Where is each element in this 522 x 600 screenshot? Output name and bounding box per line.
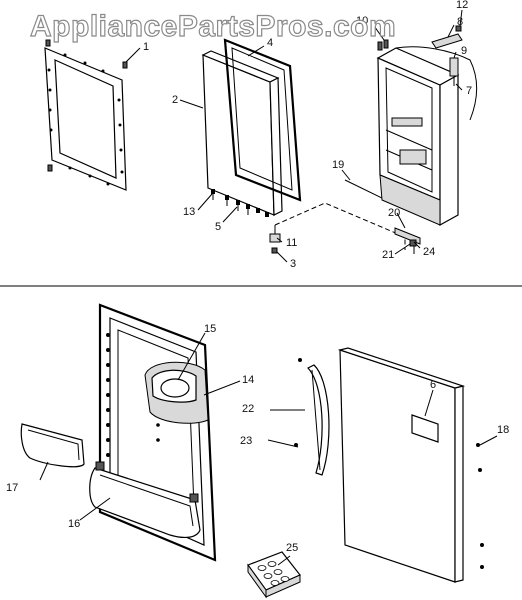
part-lower-bracket xyxy=(344,179,421,254)
callout-22: 22 xyxy=(242,403,254,415)
callout-19: 19 xyxy=(332,159,344,171)
assembly-path-line xyxy=(274,202,406,250)
part-bottom-hinge xyxy=(269,225,281,254)
part-door-handle xyxy=(307,364,330,476)
callout-6: 6 xyxy=(430,379,436,391)
part-egg-tray xyxy=(247,551,301,599)
part-door-bin-small xyxy=(20,423,85,468)
callout-17: 17 xyxy=(6,482,18,494)
part-cabinet xyxy=(376,39,478,227)
callout-11: 11 xyxy=(286,237,297,249)
callout-8: 8 xyxy=(457,16,463,28)
callout-10: 10 xyxy=(356,15,368,27)
callout-15: 15 xyxy=(204,323,216,335)
callout-labels: 1 2 3 4 5 6 7 8 9 10 11 12 13 14 15 16 1… xyxy=(6,0,509,554)
callout-18: 18 xyxy=(497,424,509,436)
callout-16: 16 xyxy=(68,518,80,530)
callout-2: 2 xyxy=(172,94,178,106)
leader-lines-bottom xyxy=(39,332,498,566)
callout-3: 3 xyxy=(290,258,296,270)
callout-24: 24 xyxy=(423,246,435,258)
part-frame-gasket xyxy=(44,39,128,191)
callout-23: 23 xyxy=(240,435,252,447)
leader-lines-top xyxy=(125,9,463,263)
part-lower-shelf xyxy=(89,461,201,538)
callout-14: 14 xyxy=(242,374,254,386)
part-top-hinge xyxy=(431,25,463,86)
part-door-gasket xyxy=(223,38,302,202)
part-handle-screws xyxy=(294,358,302,447)
callout-4: 4 xyxy=(267,37,273,49)
callout-7: 7 xyxy=(466,85,472,97)
part-screw-washers xyxy=(212,194,249,215)
callout-20: 20 xyxy=(388,207,400,219)
watermark-text: AppliancePartsPros.com xyxy=(30,10,396,43)
callout-13: 13 xyxy=(183,206,195,218)
part-screws-bottom xyxy=(211,189,269,217)
callout-12: 12 xyxy=(456,0,468,11)
callout-5: 5 xyxy=(215,221,221,233)
callout-21: 21 xyxy=(382,249,394,261)
callout-9: 9 xyxy=(461,45,467,57)
callout-25: 25 xyxy=(286,542,298,554)
part-dispenser-housing xyxy=(144,361,209,424)
part-door-screws-right xyxy=(476,443,484,569)
callout-1: 1 xyxy=(143,41,149,53)
part-outer-door xyxy=(337,347,466,583)
